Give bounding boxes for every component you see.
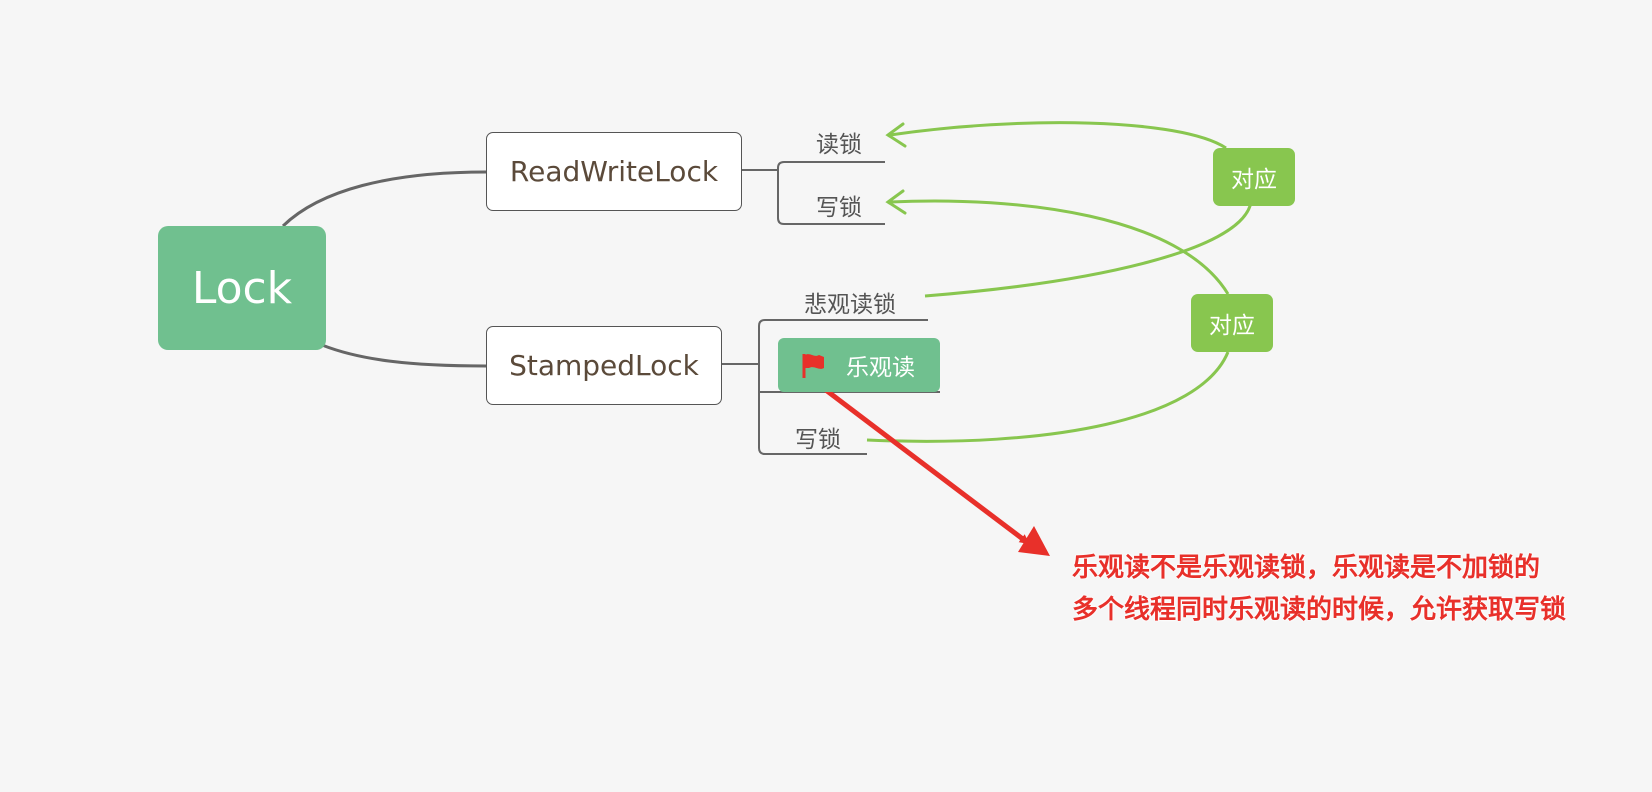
- connector-stampedlock-children: [758, 319, 928, 455]
- leaf-write-lock-rw[interactable]: 写锁: [816, 195, 862, 221]
- leaf-optimistic-read[interactable]: 乐观读: [778, 338, 940, 392]
- correspondence-curve-read-arrow: [889, 121, 1227, 150]
- correspondence-tag-label: 对应: [1209, 313, 1255, 339]
- write-arrowhead-icon: [885, 189, 907, 215]
- correspondence-tag-label: 对应: [1231, 167, 1277, 193]
- connector-root-stampedlock: [321, 343, 487, 368]
- leaf-pessimistic-read-lock[interactable]: 悲观读锁: [804, 292, 896, 318]
- read-arrowhead-icon: [885, 122, 907, 148]
- branch-node-readwritelock[interactable]: ReadWriteLock: [486, 132, 742, 211]
- branch-label-stampedlock: StampedLock: [509, 349, 699, 382]
- optimistic-read-label: 乐观读: [846, 355, 915, 381]
- correspondence-curve-write-arrow: [889, 199, 1230, 295]
- connector-root-readwritelock: [281, 170, 487, 228]
- correspondence-curve-write: [866, 351, 1230, 443]
- root-node-lock[interactable]: Lock: [158, 226, 326, 350]
- annotation-arrowhead-icon: [1018, 526, 1050, 556]
- annotation-line-2: 多个线程同时乐观读的时候，允许获取写锁: [1072, 595, 1567, 625]
- correspondence-tag-read[interactable]: 对应: [1213, 148, 1295, 206]
- connector-readwritelock-children: [777, 161, 885, 225]
- flag-icon: [802, 354, 824, 378]
- annotation-arrow: [800, 370, 1030, 545]
- annotation-note: 乐观读不是乐观读锁，乐观读是不加锁的 多个线程同时乐观读的时候，允许获取写锁: [1072, 547, 1566, 631]
- branch-node-stampedlock[interactable]: StampedLock: [486, 326, 722, 405]
- annotation-line-1: 乐观读不是乐观读锁，乐观读是不加锁的: [1072, 553, 1541, 583]
- branch-label-readwritelock: ReadWriteLock: [509, 155, 719, 188]
- correspondence-tag-write[interactable]: 对应: [1191, 294, 1273, 352]
- correspondence-curve-read: [924, 199, 1254, 298]
- leaf-read-lock[interactable]: 读锁: [816, 132, 862, 158]
- leaf-write-lock-stamped[interactable]: 写锁: [795, 427, 841, 453]
- root-node-label: Lock: [191, 262, 293, 314]
